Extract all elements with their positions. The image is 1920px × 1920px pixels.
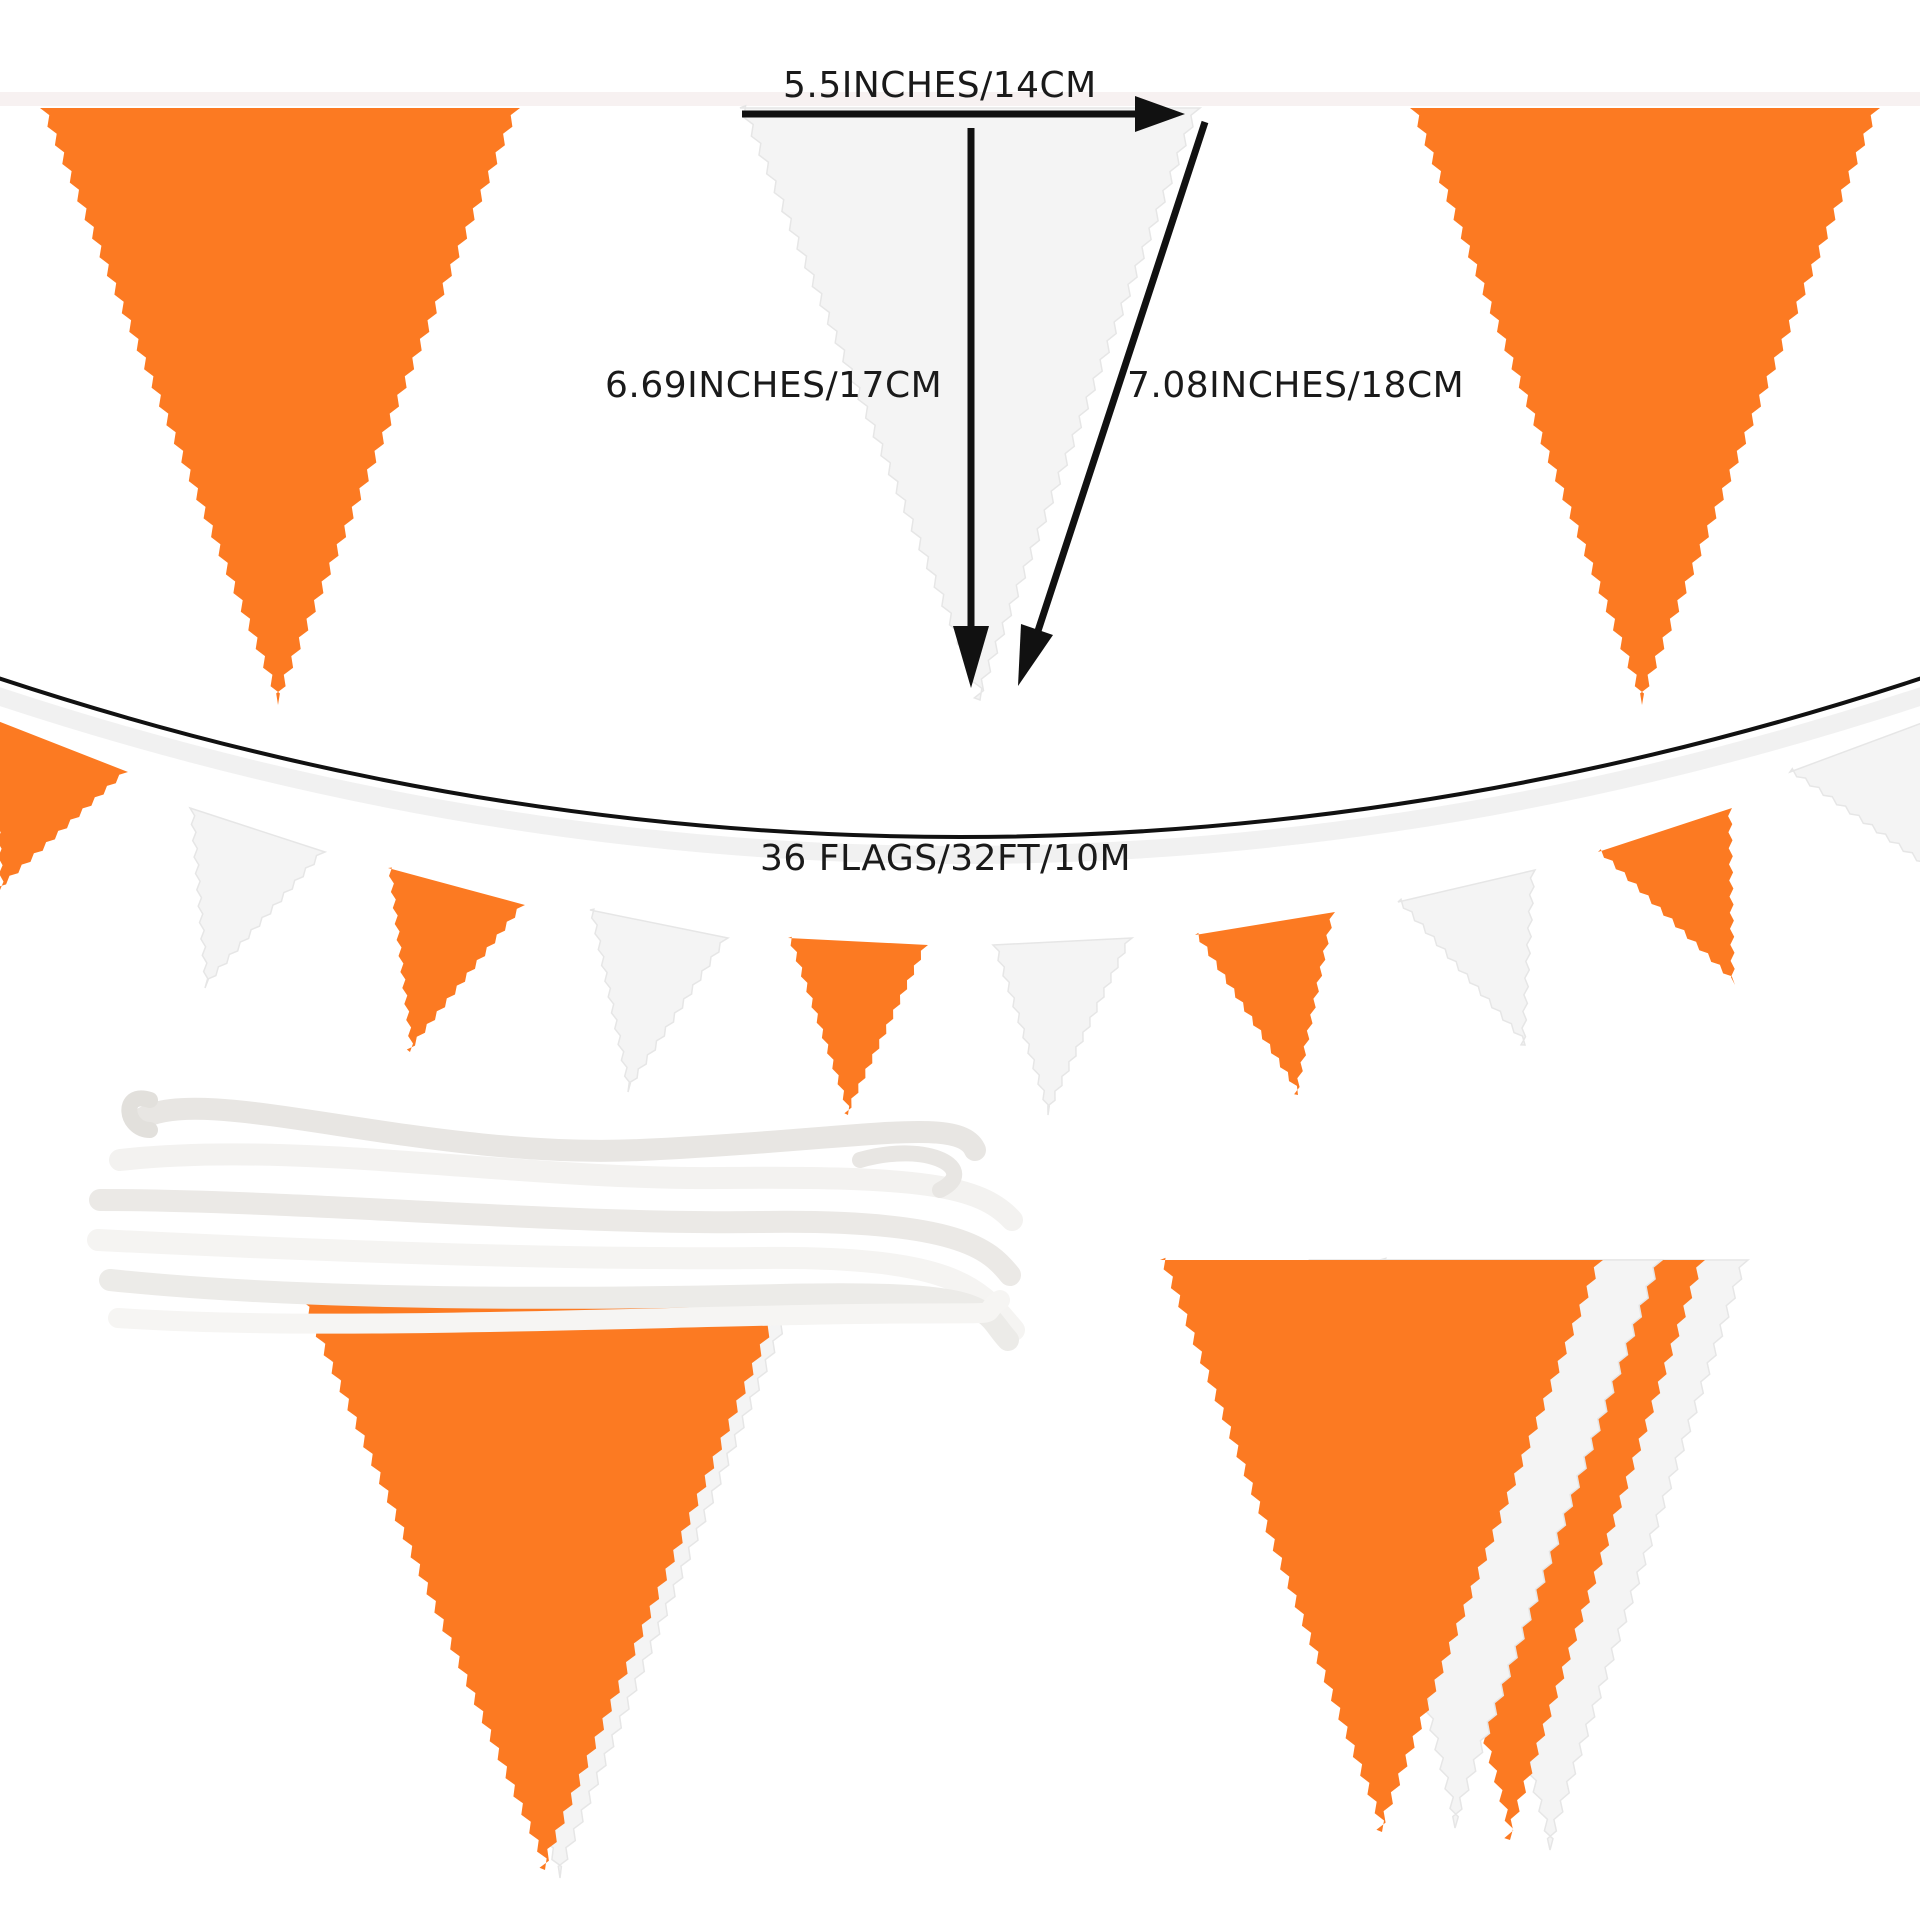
arc-flag-7 <box>1195 912 1335 1095</box>
stacked-flags <box>1160 1257 1751 1851</box>
orange-flag-stack <box>300 1300 785 1870</box>
dimension-arrows <box>742 96 1209 688</box>
width-arrowhead <box>1135 96 1185 132</box>
side-dimension-label: 7.08INCHES/18CM <box>1127 365 1464 406</box>
orange-flag-large-left <box>40 108 520 705</box>
arc-flag-9 <box>1598 808 1735 985</box>
height-arrowhead <box>953 626 989 688</box>
arc-flag-4 <box>589 908 731 1093</box>
side-arrowhead <box>1018 624 1053 686</box>
height-dimension-label: 6.69INCHES/17CM <box>605 365 942 406</box>
coiled-bunting-bundle <box>87 1090 1025 1879</box>
arc-flag-8 <box>1397 868 1537 1046</box>
closeup-section <box>0 92 1920 705</box>
banner-length-label: 36 FLAGS/32FT/10M <box>760 838 1131 879</box>
arc-flag-2 <box>188 806 328 989</box>
arc-flag-3 <box>388 867 525 1052</box>
width-dimension-label: 5.5INCHES/14CM <box>783 65 1097 106</box>
stacked-flag-orange-front <box>1160 1257 1603 1832</box>
top-string-band <box>0 92 1920 106</box>
orange-flag-large-right <box>1410 108 1880 705</box>
arc-flag-10 <box>1788 722 1920 862</box>
arc-flag-1 <box>0 721 128 890</box>
banner-string-section <box>0 676 1920 1116</box>
coiled-tape <box>87 1090 1025 1351</box>
arc-flag-6 <box>991 937 1135 1116</box>
arc-flag-5 <box>788 936 928 1115</box>
side-arrow <box>1031 120 1209 642</box>
banner-string-white-band <box>0 687 1920 864</box>
banner-string <box>0 676 1920 839</box>
